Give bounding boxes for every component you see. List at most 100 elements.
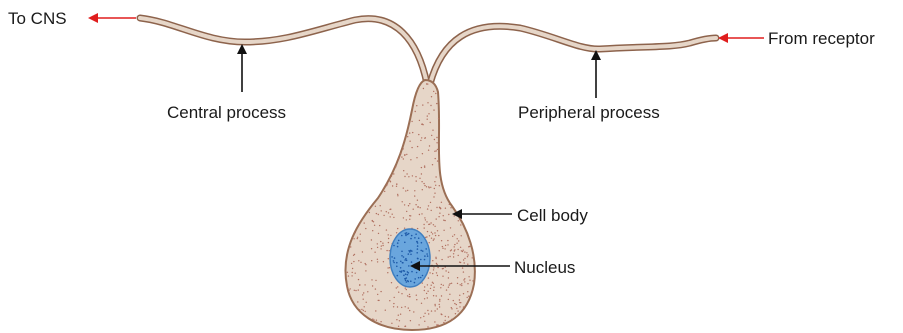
stipple-dot: [372, 230, 373, 231]
stipple-dot: [397, 286, 398, 287]
stipple-dot: [464, 281, 465, 282]
stipple-dot: [458, 220, 459, 221]
stipple-dot: [428, 277, 429, 278]
nucleus-stipple-dot: [408, 233, 410, 235]
stipple-dot: [454, 234, 455, 235]
stipple-dot: [434, 181, 435, 182]
stipple-dot: [365, 270, 366, 271]
nucleus-stipple-dot: [416, 241, 418, 243]
stipple-dot: [435, 235, 436, 236]
stipple-dot: [422, 104, 423, 105]
nucleus-stipple-dot: [418, 277, 420, 279]
stipple-dot: [406, 211, 407, 212]
stipple-dot: [373, 221, 374, 222]
stipple-dot: [432, 233, 433, 234]
stipple-dot: [425, 137, 426, 138]
stipple-dot: [392, 185, 393, 186]
stipple-dot: [427, 284, 428, 285]
stipple-dot: [377, 294, 378, 295]
stipple-dot: [364, 284, 365, 285]
nucleus-stipple-dot: [403, 275, 405, 277]
stipple-dot: [450, 207, 451, 208]
stipple-dot: [389, 250, 390, 251]
stipple-dot: [443, 285, 444, 286]
stipple-dot: [426, 236, 427, 237]
nucleus-stipple-dot: [417, 242, 419, 244]
stipple-dot: [427, 231, 428, 232]
nucleus-stipple-dot: [417, 248, 419, 250]
stipple-dot: [371, 279, 372, 280]
stipple-dot: [467, 254, 468, 255]
stipple-dot: [353, 255, 354, 256]
stipple-dot: [419, 178, 420, 179]
stipple-dot: [404, 155, 405, 156]
stipple-dot: [462, 267, 463, 268]
stipple-dot: [424, 185, 425, 186]
stipple-dot: [391, 282, 392, 283]
stipple-dot: [358, 279, 359, 280]
stipple-dot: [454, 246, 455, 247]
stipple-dot: [396, 287, 397, 288]
stipple-dot: [398, 326, 399, 327]
stipple-dot: [417, 228, 418, 229]
stipple-dot: [441, 284, 442, 285]
stipple-dot: [472, 280, 473, 281]
stipple-dot: [423, 183, 424, 184]
stipple-dot: [361, 309, 362, 310]
stipple-dot: [421, 173, 422, 174]
stipple-dot: [418, 134, 419, 135]
nucleus-stipple-dot: [396, 262, 398, 264]
stipple-dot: [451, 307, 452, 308]
stipple-dot: [424, 321, 425, 322]
stipple-dot: [441, 295, 442, 296]
stipple-dot: [389, 300, 390, 301]
stipple-dot: [456, 308, 457, 309]
stipple-dot: [371, 248, 372, 249]
stipple-dot: [432, 273, 433, 274]
stipple-dot: [371, 239, 372, 240]
stipple-dot: [463, 271, 464, 272]
stipple-dot: [422, 282, 423, 283]
stipple-dot: [448, 287, 449, 288]
stipple-dot: [436, 103, 437, 104]
stipple-dot: [445, 270, 446, 271]
stipple-dot: [467, 256, 468, 257]
stipple-dot: [401, 156, 402, 157]
stipple-dot: [391, 323, 392, 324]
stipple-dot: [399, 320, 400, 321]
stipple-dot: [424, 165, 425, 166]
stipple-dot: [419, 214, 420, 215]
stipple-dot: [431, 238, 432, 239]
stipple-dot: [378, 233, 379, 234]
stipple-dot: [421, 167, 422, 168]
stipple-dot: [436, 272, 437, 273]
stipple-dot: [448, 277, 449, 278]
stipple-dot: [384, 191, 385, 192]
peripheral-process: [430, 26, 716, 84]
stipple-dot: [439, 299, 440, 300]
stipple-dot: [437, 275, 438, 276]
stipple-dot: [449, 284, 450, 285]
stipple-dot: [357, 301, 358, 302]
nucleus-label: Nucleus: [514, 259, 575, 276]
stipple-dot: [385, 310, 386, 311]
stipple-dot: [452, 236, 453, 237]
stipple-dot: [407, 190, 408, 191]
stipple-dot: [438, 324, 439, 325]
stipple-dot: [360, 262, 361, 263]
stipple-dot: [442, 276, 443, 277]
stipple-dot: [351, 275, 352, 276]
stipple-dot: [447, 240, 448, 241]
stipple-dot: [461, 235, 462, 236]
stipple-dot: [451, 308, 452, 309]
stipple-dot: [433, 269, 434, 270]
stipple-dot: [434, 151, 435, 152]
nucleus-stipple-dot: [405, 233, 407, 235]
stipple-dot: [428, 313, 429, 314]
stipple-dot: [467, 291, 468, 292]
stipple-dot: [460, 262, 461, 263]
stipple-dot: [431, 135, 432, 136]
stipple-dot: [426, 221, 427, 222]
stipple-dot: [388, 238, 389, 239]
stipple-dot: [427, 291, 428, 292]
